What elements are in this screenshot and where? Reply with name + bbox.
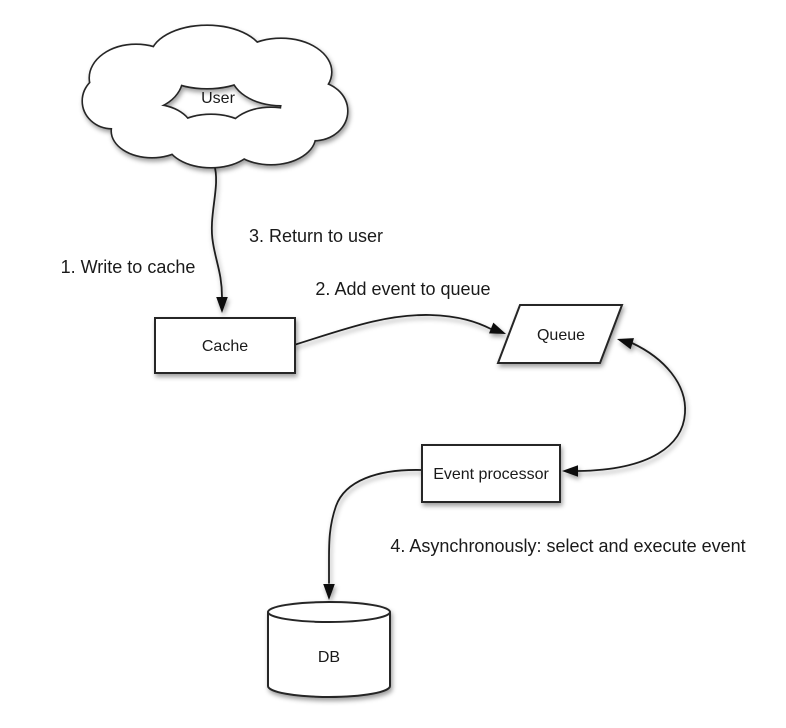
edge-user-to-cache xyxy=(210,163,228,313)
edge-queue-event-processor xyxy=(562,338,686,477)
db-node-shape xyxy=(267,601,391,698)
cache-node-shape xyxy=(154,317,296,374)
labels-layer: User 1. Write to cache 3. Return to user… xyxy=(61,90,746,666)
edges-layer xyxy=(210,163,686,600)
event-processor-node-label: Event processor xyxy=(433,466,549,483)
db-cylinder-body xyxy=(267,612,391,698)
edge-event-processor-to-db-path xyxy=(328,469,422,584)
db-cylinder-top xyxy=(267,601,391,623)
event-processor-node-shape xyxy=(421,444,561,503)
step1-label: 1. Write to cache xyxy=(61,257,196,277)
arrowhead-into-queue-right xyxy=(617,338,634,350)
edge-cache-to-queue-path xyxy=(293,314,492,346)
step4-label: 4. Asynchronously: select and execute ev… xyxy=(390,536,745,556)
arrowhead-into-queue-left xyxy=(488,322,506,334)
arrowhead-into-event-processor xyxy=(562,465,578,477)
edge-cache-to-queue xyxy=(293,314,506,346)
db-node-label: DB xyxy=(318,649,340,666)
user-cloud-shape xyxy=(81,24,349,169)
cloud-interior xyxy=(83,26,347,167)
edge-queue-event-processor-path xyxy=(577,342,686,472)
arrowhead-into-cache xyxy=(216,297,228,313)
edge-user-to-cache-path xyxy=(210,163,223,298)
arrowhead-into-db xyxy=(323,584,335,600)
step3-label: 3. Return to user xyxy=(249,226,383,246)
queue-node-label: Queue xyxy=(537,327,585,344)
user-node-label: User xyxy=(201,90,235,107)
edge-event-processor-to-db xyxy=(323,469,422,600)
step2-label: 2. Add event to queue xyxy=(315,279,490,299)
cache-node-label: Cache xyxy=(202,338,248,355)
queue-node-shape xyxy=(496,304,624,364)
